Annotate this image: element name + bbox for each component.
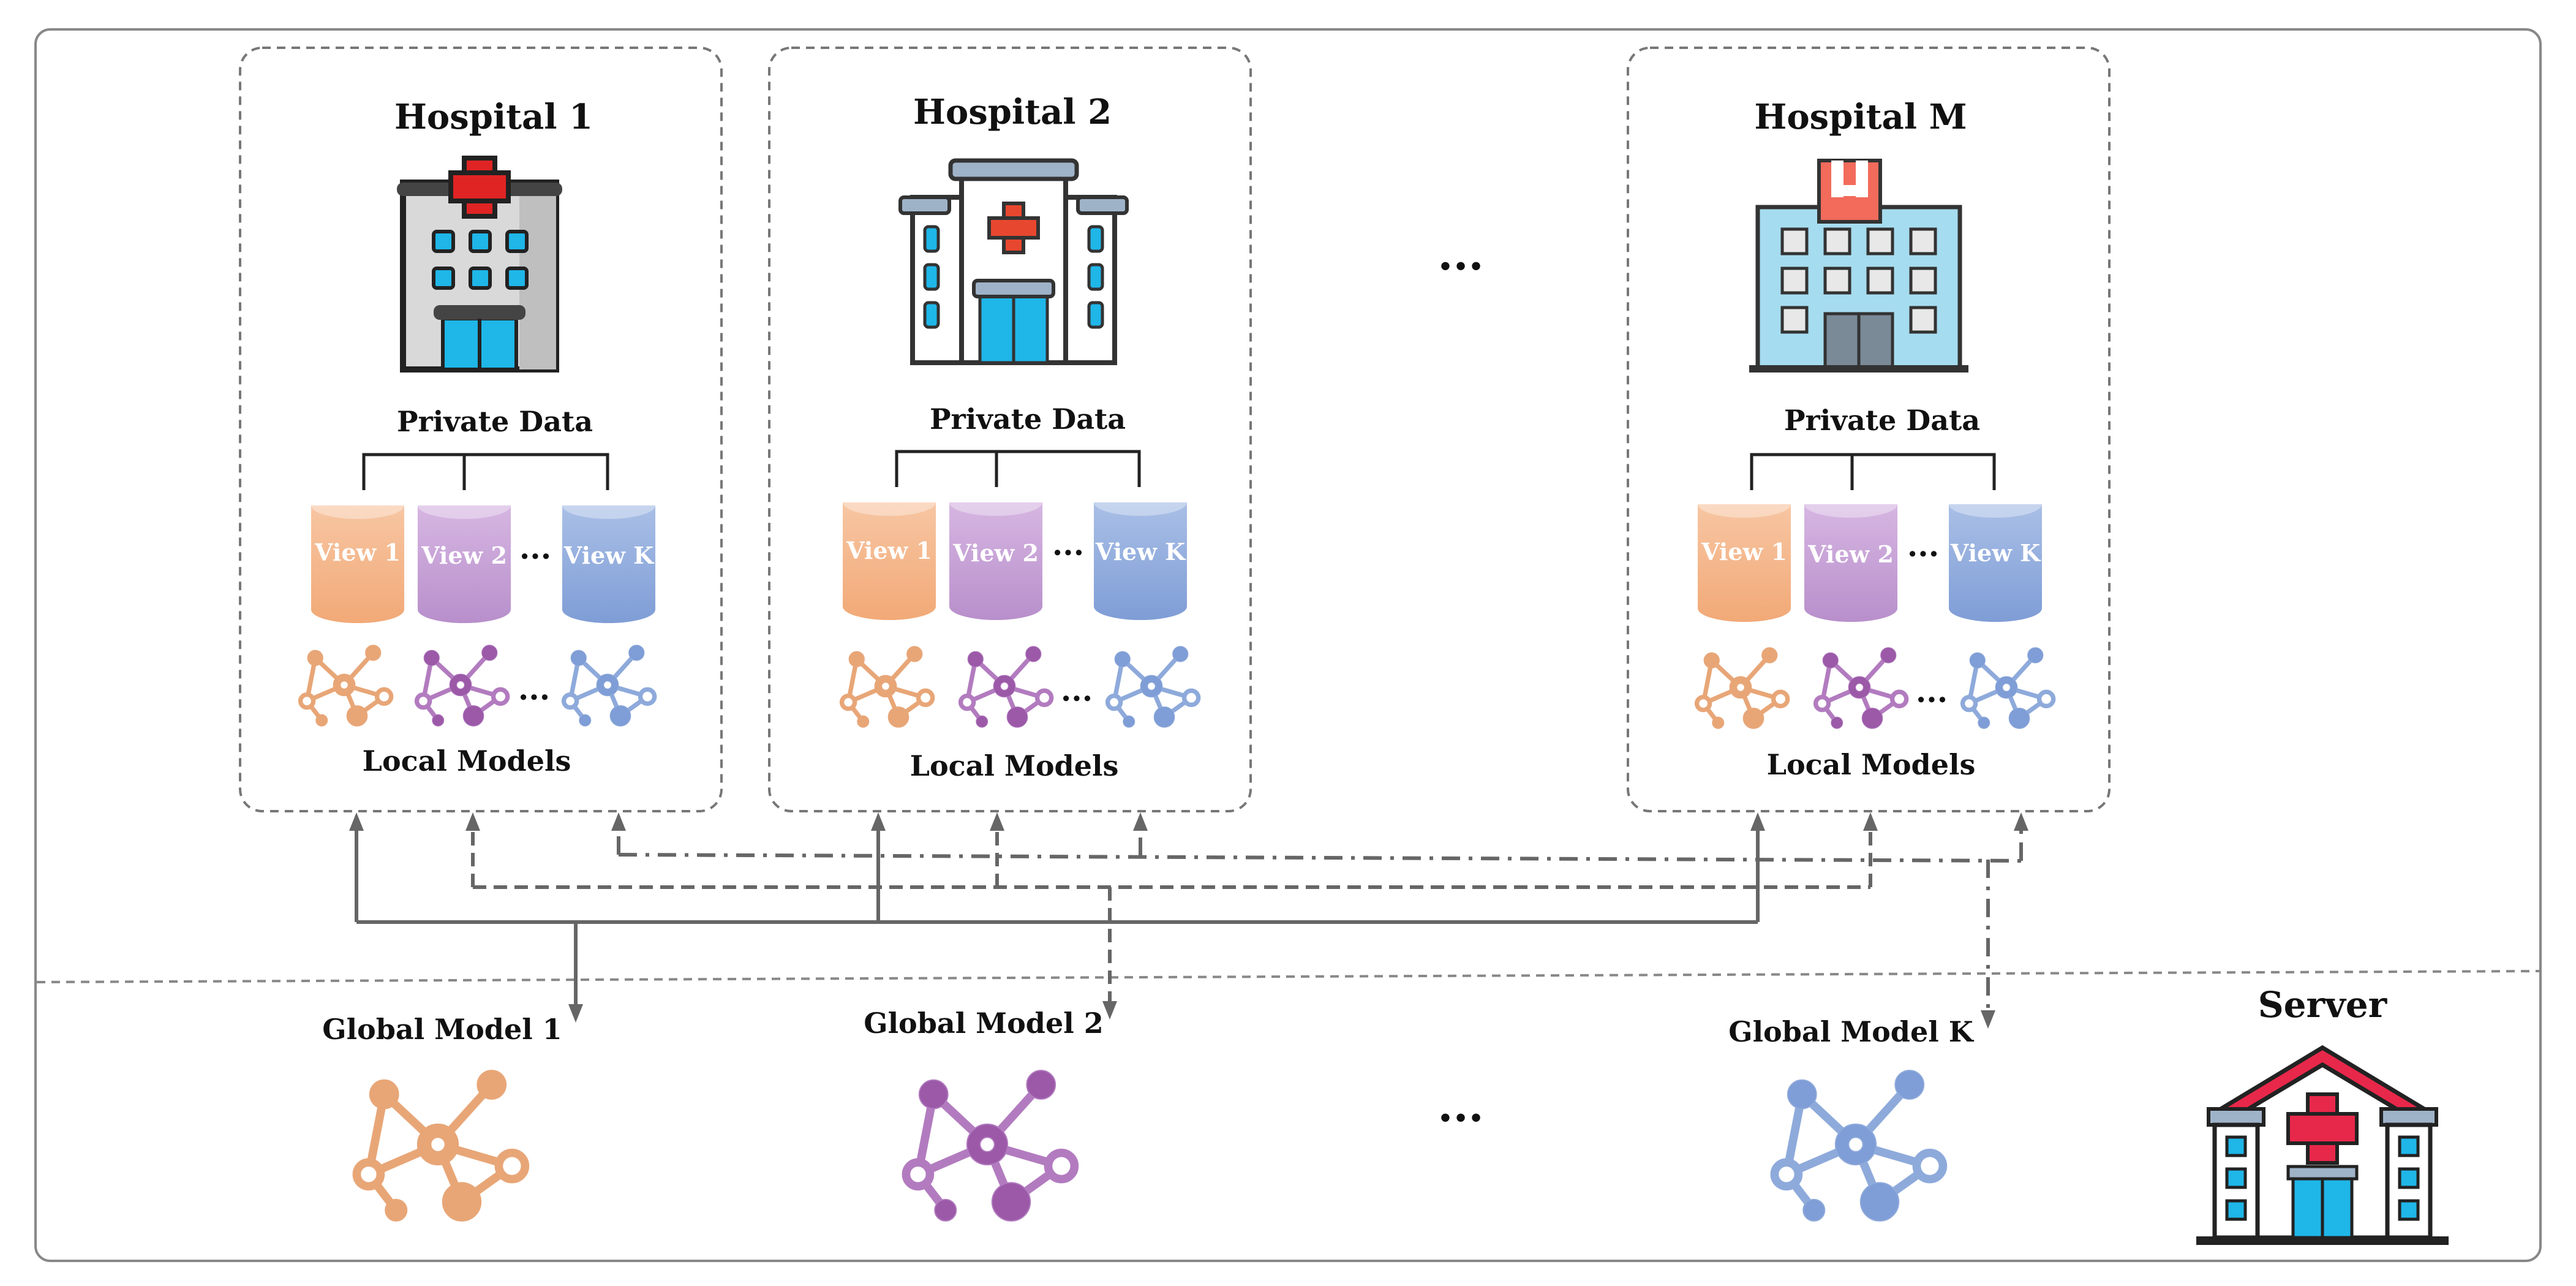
network-model-icon [564, 645, 655, 726]
global-model-2-label: Global Model 2 [864, 1007, 1103, 1040]
network-model-icon [1816, 648, 1907, 728]
network-model-icon [356, 1070, 525, 1221]
server-label: Server [2258, 984, 2388, 1026]
network-model-icon [1108, 646, 1199, 727]
client-server-divider [36, 970, 2540, 983]
network-model-icon [906, 1070, 1074, 1221]
hospital-icon [1749, 159, 1968, 373]
hospital-m-box [1627, 47, 2111, 812]
model-ellipsis: ... [518, 671, 550, 707]
hospital-2-title: Hospital 2 [913, 92, 1112, 132]
network-model-icon [1774, 1070, 1943, 1221]
global-model-1-label: Global Model 1 [322, 1013, 562, 1046]
hospital-ellipsis: ... [1437, 228, 1483, 280]
network-model-icon [1697, 648, 1788, 728]
global-model-k-label: Global Model K [1728, 1015, 1974, 1048]
view-ellipsis: ... [519, 530, 551, 566]
view-label: View 1 [846, 537, 932, 564]
model-1-connections [349, 812, 1765, 1023]
network-model-icon [961, 646, 1052, 727]
view-label: View K [1950, 539, 2041, 567]
model-ellipsis: ... [1916, 673, 1948, 709]
network-model-icon [301, 645, 391, 726]
private-data-label: Private Data [930, 403, 1126, 436]
view-label: View 2 [1807, 540, 1894, 568]
network-model-icon [842, 646, 933, 727]
model-ellipsis: ... [1061, 672, 1093, 708]
data-bracket [362, 450, 1996, 490]
hospital-icon [898, 158, 1129, 365]
network-model-icon [417, 645, 508, 726]
view-label: View 1 [314, 539, 401, 566]
view-label: View 2 [952, 539, 1039, 567]
private-data-label: Private Data [1784, 404, 1980, 437]
hospital-2-box [768, 47, 1252, 812]
private-data-label: Private Data [397, 405, 593, 438]
view-label: View 2 [421, 542, 507, 569]
network-model-icon [1963, 648, 2054, 728]
global-model-ellipsis: ... [1437, 1080, 1483, 1132]
model-k-connections [611, 812, 2028, 1029]
hospital-1-title: Hospital 1 [394, 97, 593, 137]
hospital-1-box [239, 47, 723, 812]
view-label: View K [563, 542, 655, 569]
outer-frame [34, 28, 2542, 1262]
view-ellipsis: ... [1052, 526, 1084, 562]
local-models-label: Local Models [1767, 748, 1976, 781]
view-label: View K [1095, 538, 1186, 565]
hospital-icon [397, 156, 562, 373]
server-hospital-icon [2196, 1045, 2449, 1245]
hospital-m-title: Hospital M [1754, 97, 1967, 137]
view-label: View 1 [1701, 538, 1787, 565]
model-2-connections [465, 812, 1878, 1019]
local-models-label: Local Models [910, 749, 1119, 782]
local-models-label: Local Models [363, 744, 571, 777]
view-ellipsis: ... [1907, 528, 1939, 564]
